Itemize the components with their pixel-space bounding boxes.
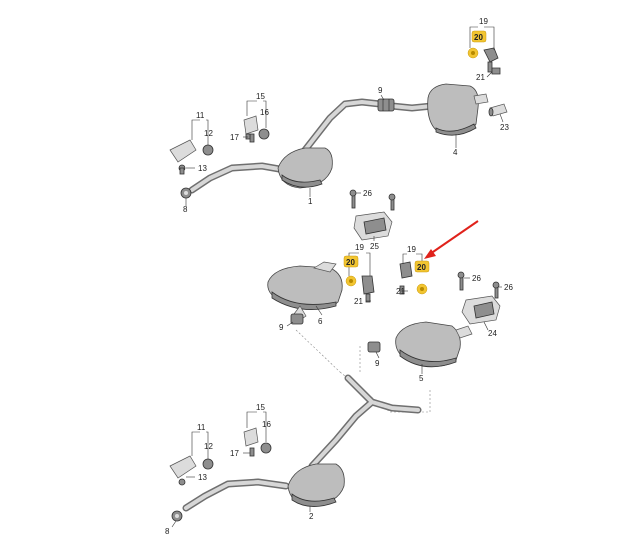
rear-muffler-top: [427, 83, 479, 135]
top-assembly: [169, 47, 508, 199]
nut-bottom: [171, 510, 183, 522]
label-9-mid-right: 9: [375, 359, 380, 368]
label-21-top: 21: [476, 73, 485, 82]
clamp-mid-left: [290, 313, 304, 325]
bracket-24: [457, 271, 501, 325]
badge-20-mid-left: [343, 255, 359, 268]
label-6: 6: [318, 317, 323, 326]
nut-top: [180, 187, 192, 199]
bottom-exhaust-pipe: [182, 478, 290, 512]
label-20-mid-left: 20: [346, 258, 355, 267]
label-11-bottom: 11: [197, 423, 206, 432]
clamp-mid-right: [367, 341, 381, 353]
label-9-top: 9: [378, 86, 383, 95]
leader-lines: [171, 26, 504, 528]
bracket-bottom-left: [169, 455, 214, 486]
label-26-mid-right-1: 26: [472, 274, 481, 283]
clamp-top: [377, 98, 395, 112]
label-11-top: 11: [196, 111, 205, 120]
highlight-badges: [343, 30, 487, 273]
label-5: 5: [419, 374, 424, 383]
bottom-y-pipe: [308, 374, 422, 470]
label-19-mid-left: 19: [355, 243, 364, 252]
hanger-mid-right: [399, 261, 428, 295]
label-21-mid-right: 21: [396, 287, 405, 296]
label-23-top: 23: [500, 123, 509, 132]
label-9-mid-left: 9: [279, 323, 284, 332]
front-muffler-top: [277, 147, 333, 189]
badge-20-mid-right: [414, 260, 430, 273]
top-rear-pipe: [301, 98, 384, 154]
badge-20-top: [471, 30, 487, 43]
label-24: 24: [488, 329, 497, 338]
part-labels: 19 20 21 23 4 9 1 15 16 17 11 12 13 8 26…: [165, 17, 513, 536]
label-21-mid-left: 21: [354, 297, 363, 306]
label-13-bottom: 13: [198, 473, 207, 482]
label-20-mid-right: 20: [417, 263, 426, 272]
label-16-bottom: 16: [262, 420, 271, 429]
label-12-bottom: 12: [204, 442, 213, 451]
label-25: 25: [370, 242, 379, 251]
label-8-top: 8: [183, 205, 188, 214]
label-1: 1: [308, 197, 313, 206]
label-19-top: 19: [479, 17, 488, 26]
bracket-bottom-mid: [243, 427, 272, 457]
label-15-bottom: 15: [256, 403, 265, 412]
red-arrow: [424, 220, 479, 259]
label-26-mid-left: 26: [363, 189, 372, 198]
label-19-mid-right: 19: [407, 245, 416, 254]
label-16-top: 16: [260, 108, 269, 117]
bracket-top-left: [169, 139, 214, 175]
label-26-mid-right-2: 26: [504, 283, 513, 292]
label-17-top: 17: [230, 133, 239, 142]
label-12-top: 12: [204, 129, 213, 138]
hanger-mid: [345, 275, 375, 303]
label-4: 4: [453, 148, 458, 157]
bracket-25: [349, 189, 396, 241]
bracket-top-mid: [243, 115, 270, 143]
label-20-top: 20: [474, 33, 483, 42]
label-13-top: 13: [198, 164, 207, 173]
label-17-bottom: 17: [230, 449, 239, 458]
label-8-bottom: 8: [165, 527, 170, 536]
bottom-assembly: [169, 374, 422, 522]
label-15-top: 15: [256, 92, 265, 101]
hanger-top: [467, 47, 501, 75]
middle-assembly: [267, 189, 501, 413]
label-2: 2: [309, 512, 314, 521]
